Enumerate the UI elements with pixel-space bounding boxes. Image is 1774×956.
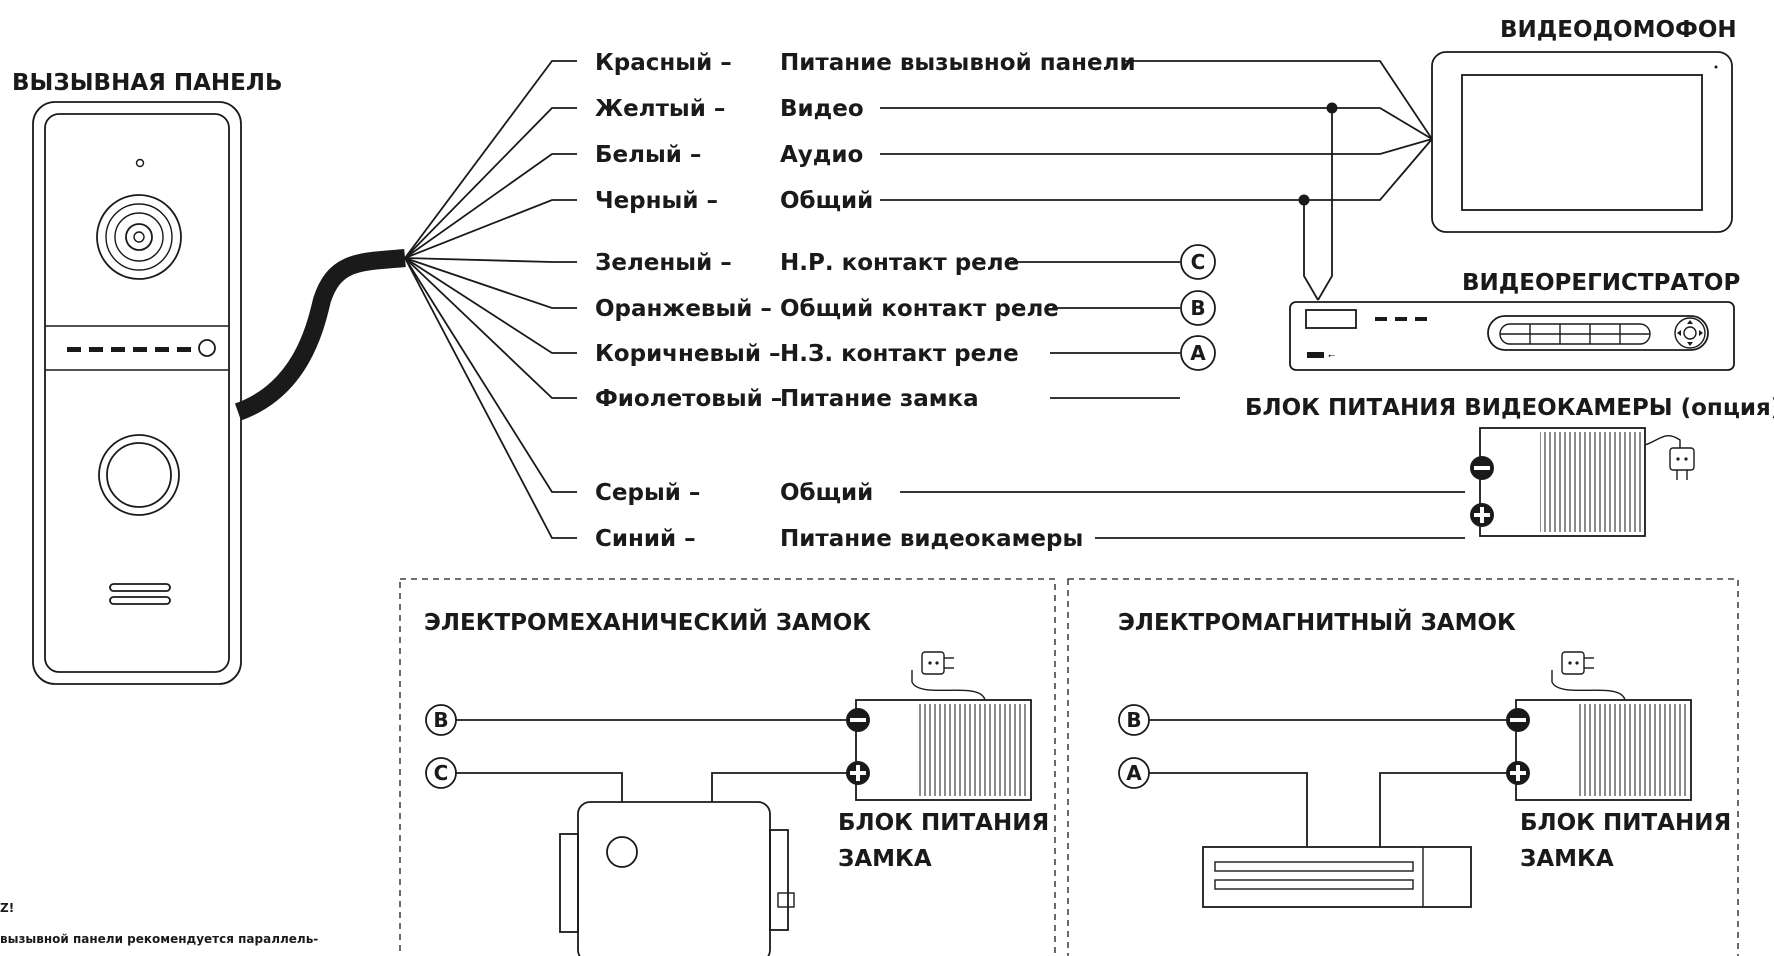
wire-color-label: Красный –	[595, 50, 732, 76]
wire-labels: Красный – Питание вызывной панели Желтый…	[595, 50, 1136, 552]
lock-power-supply	[1506, 651, 1692, 801]
wire-function-label: Н.Р. контакт реле	[780, 250, 1019, 276]
svg-text:B: B	[1190, 296, 1205, 320]
video-intercom-monitor: ВИДЕОДОМОФОН	[1431, 17, 1737, 233]
svg-text:A: A	[1190, 341, 1206, 365]
lock-box-title: ЭЛЕКТРОМЕХАНИЧЕСКИЙ ЗАМОК	[424, 608, 871, 636]
lock-psu-label: БЛОК ПИТАНИЯ	[838, 810, 1049, 836]
terminal-b: B	[1180, 290, 1216, 326]
wire-function-label: Питание видеокамеры	[780, 526, 1083, 552]
status-leds	[67, 339, 216, 357]
junction-video	[1326, 102, 1338, 114]
lock-terminal-label: B	[433, 708, 448, 732]
lock-psu-label: ЗАМКА	[838, 846, 932, 872]
call-button[interactable]	[98, 434, 180, 516]
note-heading: Z!	[0, 901, 14, 915]
call-panel-title: ВЫЗЫВНАЯ ПАНЕЛЬ	[12, 70, 282, 96]
electromechanical-lock-box: ЭЛЕКТРОМЕХАНИЧЕСКИЙ ЗАМОК B C БЛОК	[399, 578, 1056, 956]
speaker-grille-icon	[109, 583, 171, 605]
wire-color-label: Зеленый –	[595, 250, 732, 276]
camera-psu-wires	[900, 491, 1465, 539]
video-recorder: ВИДЕОРЕГИСТРАТОР ⭠	[1289, 270, 1740, 371]
terminal-a: A	[1180, 335, 1216, 371]
recorder-body	[1289, 301, 1735, 371]
wire-function-label: Общий	[780, 188, 873, 214]
wire-function-label: Н.З. контакт реле	[780, 341, 1019, 367]
lock-power-supply	[846, 651, 1032, 801]
usb-port-icon	[1307, 352, 1324, 358]
wire-function-label: Аудио	[780, 142, 863, 168]
camera-lens-icon	[96, 194, 182, 280]
lock-terminal-label: A	[1126, 761, 1142, 785]
lock-terminal-label: C	[434, 761, 449, 785]
wire-function-label: Питание вызывной панели	[780, 50, 1136, 76]
relay-wires	[1010, 261, 1180, 399]
electromagnetic-lock-box: ЭЛЕКТРОМАГНИТНЫЙ ЗАМОК B A БЛОК ПИТ	[1067, 578, 1739, 956]
wire-color-label: Коричневый –	[595, 341, 780, 367]
call-panel: ВЫЗЫВНАЯ ПАНЕЛЬ	[12, 70, 282, 685]
cable	[234, 249, 406, 421]
wire-function-label: Общий	[780, 480, 873, 506]
call-panel-outer-frame	[32, 101, 242, 685]
electromechanical-lock-icon	[559, 801, 795, 956]
power-plug-icon	[921, 651, 954, 675]
recorder-display	[1305, 309, 1357, 329]
terminal-c: C	[1180, 244, 1216, 280]
note-text: вызывной панели рекомендуется параллель-	[0, 932, 318, 946]
wire-color-label: Черный –	[595, 188, 718, 214]
recorder-title: ВИДЕОРЕГИСТРАТОР	[1462, 270, 1740, 296]
wire-color-label: Фиолетовый –	[595, 386, 782, 412]
call-panel-inner-frame	[44, 113, 230, 673]
lock-box-title: ЭЛЕКТРОМАГНИТНЫЙ ЗАМОК	[1118, 608, 1516, 636]
camera-psu-title: БЛОК ПИТАНИЯ ВИДЕОКАМЕРЫ (опция)	[1245, 395, 1774, 421]
microphone-icon	[135, 158, 145, 168]
lock-psu-label: БЛОК ПИТАНИЯ	[1520, 810, 1731, 836]
wire-color-label: Синий –	[595, 526, 696, 552]
svg-text:C: C	[1191, 250, 1206, 274]
monitor-wires	[880, 60, 1433, 301]
power-plug-icon	[1561, 651, 1594, 675]
junction-common	[1298, 194, 1310, 206]
wire-function-label: Видео	[780, 96, 864, 122]
dpad-icon	[1674, 317, 1706, 349]
wire-color-label: Оранжевый –	[595, 296, 772, 322]
wire-function-label: Общий контакт реле	[780, 296, 1059, 322]
wire-color-label: Белый –	[595, 142, 701, 168]
recorder-button-panel	[1487, 315, 1709, 351]
usb-icon: ⭠	[1328, 351, 1335, 361]
monitor-frame	[1431, 51, 1733, 233]
camera-power-supply: БЛОК ПИТАНИЯ ВИДЕОКАМЕРЫ (опция)	[1245, 395, 1774, 537]
lock-box-frame	[1067, 578, 1739, 956]
monitor-title: ВИДЕОДОМОФОН	[1500, 17, 1737, 43]
wire-color-label: Серый –	[595, 480, 700, 506]
wire-function-label: Питание замка	[780, 386, 979, 412]
power-plug-icon	[1669, 447, 1695, 480]
electromagnetic-lock-icon	[1202, 846, 1472, 908]
lock-psu-label: ЗАМКА	[1520, 846, 1614, 872]
fan-out-wires	[404, 60, 577, 539]
lock-terminal-label: B	[1126, 708, 1141, 732]
monitor-screen	[1461, 74, 1703, 211]
wire-color-label: Желтый –	[595, 96, 725, 122]
